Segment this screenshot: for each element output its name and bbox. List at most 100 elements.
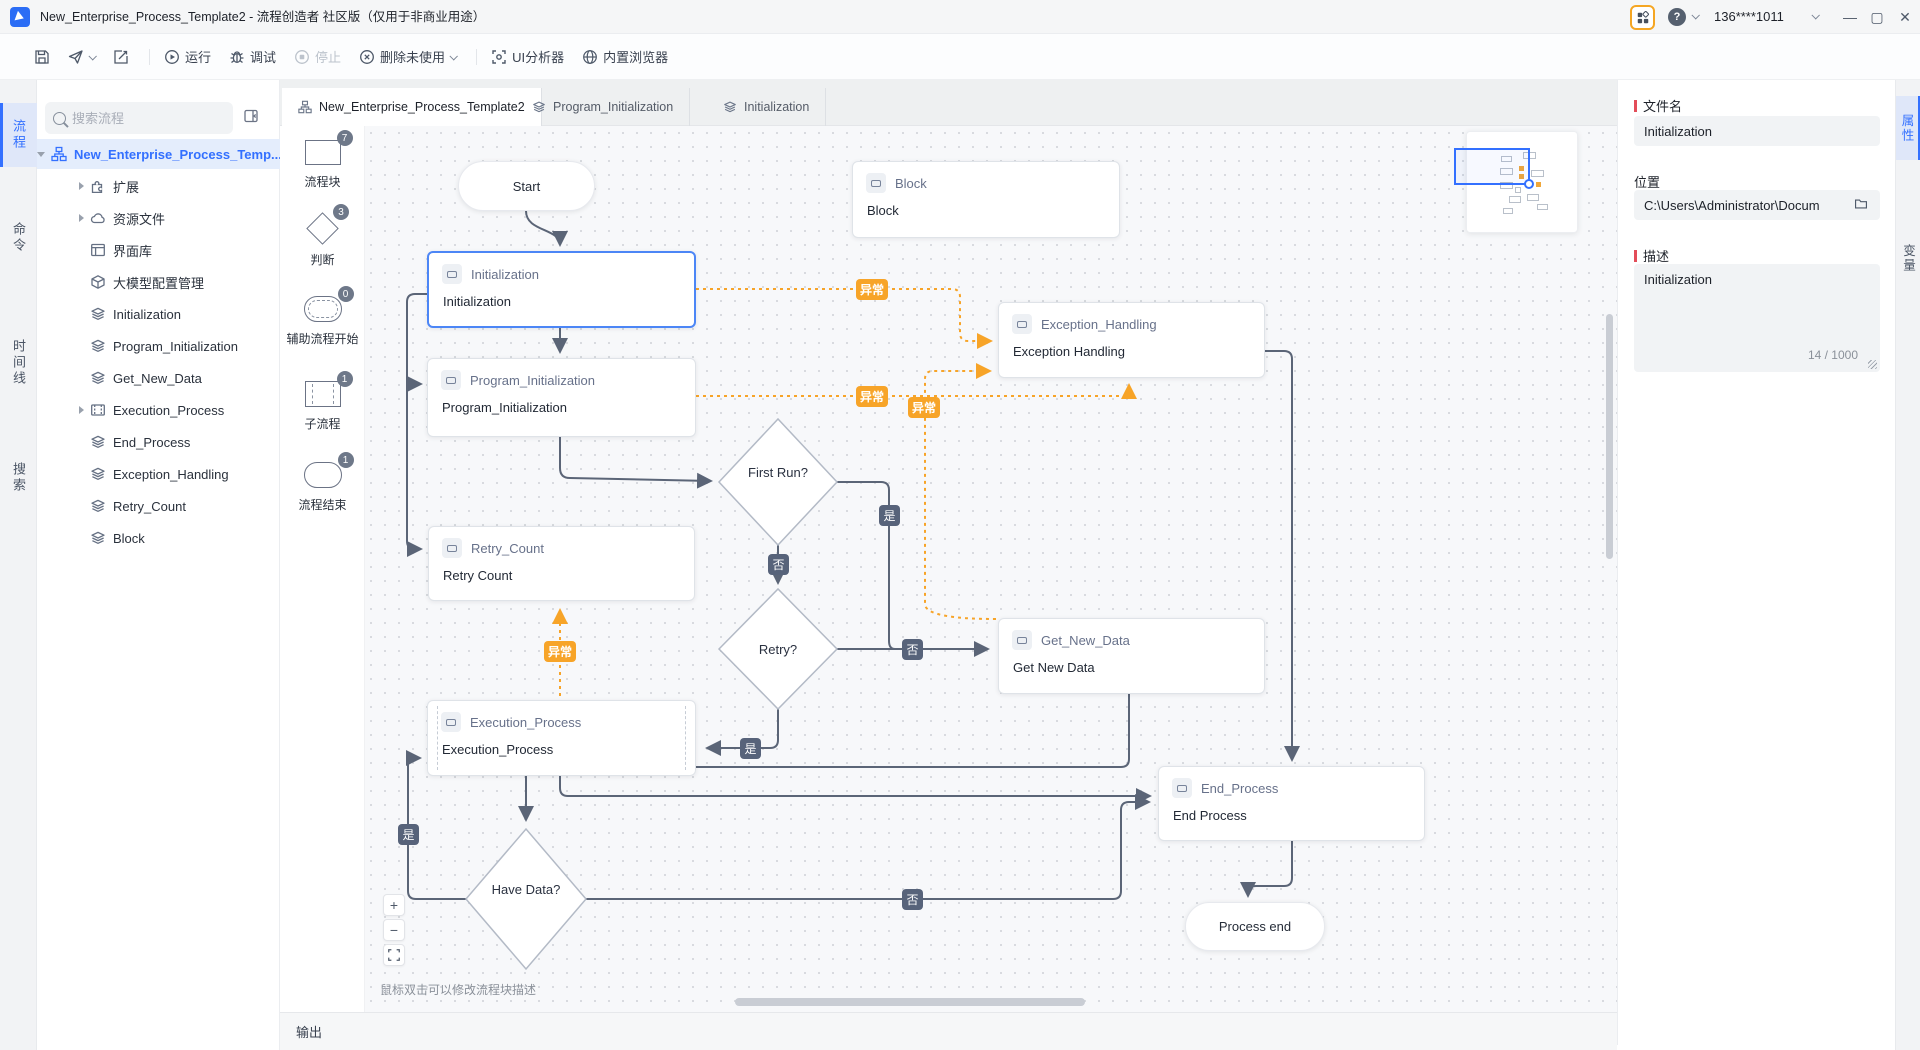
node-initialization[interactable]: Initialization Initialization <box>427 251 696 328</box>
tree-item-project-root[interactable]: New_Enterprise_Process_Temp... <box>37 139 282 169</box>
builtin-browser-button[interactable]: 内置浏览器 <box>582 47 668 66</box>
tree-item-resources[interactable]: 资源文件 <box>37 203 280 233</box>
tree-item-end-process[interactable]: End_Process <box>37 427 280 457</box>
tree-item-program-initialization[interactable]: Program_Initialization <box>37 331 280 361</box>
tab-search[interactable]: 搜索 <box>11 462 26 494</box>
debug-button[interactable]: 调试 <box>229 47 276 66</box>
account-chevron-icon[interactable] <box>1811 11 1820 20</box>
char-counter: 14 / 1000 <box>1807 348 1858 362</box>
caret-right-icon[interactable] <box>79 214 84 222</box>
tree-item-ui-library[interactable]: 界面库 <box>37 235 280 265</box>
block-icon <box>441 370 461 390</box>
horizontal-scrollbar[interactable] <box>735 998 1085 1006</box>
start-node[interactable]: Start <box>458 161 595 211</box>
stop-button: 停止 <box>294 47 341 66</box>
vertical-scrollbar[interactable] <box>1606 314 1613 559</box>
block-icon <box>866 173 886 193</box>
help-icon[interactable]: ? <box>1668 8 1686 26</box>
tab-variables[interactable]: 变量 <box>1901 243 1915 273</box>
description-textarea[interactable]: Initialization <box>1634 264 1880 372</box>
run-button[interactable]: 运行 <box>164 47 211 66</box>
node-exception-handling[interactable]: Exception_Handling Exception Handling <box>998 302 1265 378</box>
palette-item-process-end[interactable]: 1 流程结束 <box>280 452 365 513</box>
palette-item-decision[interactable]: 3 判断 <box>280 204 365 268</box>
account-label[interactable]: 136****1011 <box>1714 9 1784 24</box>
palette-item-block[interactable]: 7 流程块 <box>280 130 365 190</box>
tree-item-execution-process[interactable]: Execution_Process <box>37 395 280 425</box>
process-end-node[interactable]: Process end <box>1185 902 1325 951</box>
minimap-viewport[interactable] <box>1454 148 1534 189</box>
decision-retry-shape <box>717 587 839 711</box>
edge-label-no: 否 <box>902 639 923 660</box>
minimap-viewport-handle[interactable] <box>1524 179 1534 189</box>
minimize-button[interactable]: — <box>1843 9 1857 25</box>
folder-icon[interactable] <box>1854 197 1868 211</box>
caret-right-icon[interactable] <box>79 406 84 414</box>
flow-canvas[interactable]: Start Process end Block Block Initializa… <box>280 126 1617 1012</box>
palette-item-subprocess[interactable]: 1 子流程 <box>280 371 365 432</box>
location-input[interactable]: C:\Users\Administrator\Docum <box>1634 190 1880 220</box>
collapse-panel-icon[interactable] <box>243 108 263 128</box>
app-logo-icon <box>10 7 30 27</box>
description-label: 描述 <box>1634 246 1669 265</box>
apps-grid-button[interactable] <box>1630 5 1655 30</box>
tree-item-exception-handling[interactable]: Exception_Handling <box>37 459 280 489</box>
doc-tab-initialization[interactable]: Initialization <box>707 88 827 126</box>
publish-button[interactable] <box>68 49 97 65</box>
resize-handle-icon[interactable] <box>1868 360 1877 369</box>
delete-unused-button[interactable]: 删除未使用 <box>359 47 459 66</box>
edge-label-yes: 是 <box>740 738 761 759</box>
help-chevron-icon[interactable] <box>1691 11 1700 20</box>
tree-item-retry-count[interactable]: Retry_Count <box>37 491 280 521</box>
zoom-fit-button[interactable] <box>383 944 405 966</box>
edge-label-yes: 是 <box>398 824 419 845</box>
edge-label-yes: 是 <box>879 505 900 526</box>
ui-analyzer-button[interactable]: UI分析器 <box>491 47 564 66</box>
decision-have-data[interactable]: Have Data? <box>491 882 561 897</box>
decision-first-run[interactable]: First Run? <box>748 465 808 480</box>
decision-retry[interactable]: Retry? <box>758 642 798 657</box>
filename-label: 文件名 <box>1634 96 1682 115</box>
restore-button[interactable]: ▢ <box>1870 8 1884 25</box>
decision-first-run-shape <box>717 417 839 547</box>
tree-item-initialization[interactable]: Initialization <box>37 299 280 329</box>
caret-down-icon[interactable] <box>37 151 45 157</box>
document-tabstrip: New_Enterprise_Process_Template2 Program… <box>280 80 1617 126</box>
node-get-new-data[interactable]: Get_New_Data Get New Data <box>998 618 1265 694</box>
properties-panel: 文件名 位置 C:\Users\Administrator\Docum 描述 I… <box>1617 80 1895 1045</box>
block-icon <box>442 538 462 558</box>
node-retry-count[interactable]: Retry_Count Retry Count <box>428 526 695 601</box>
search-input[interactable] <box>72 110 212 126</box>
edge-label-exception: 异常 <box>856 386 889 407</box>
doc-tab-program-initialization[interactable]: Program_Initialization <box>516 88 691 126</box>
zoom-in-button[interactable]: + <box>383 894 405 916</box>
caret-right-icon[interactable] <box>79 182 84 190</box>
window-title: New_Enterprise_Process_Template2 - 流程创造者… <box>40 10 486 24</box>
output-bar[interactable]: 输出 <box>280 1012 1617 1050</box>
tab-process[interactable]: 流程 <box>0 103 37 167</box>
palette-item-aux-start[interactable]: 0 辅助流程开始 <box>280 286 365 347</box>
record-button[interactable] <box>113 49 129 65</box>
tab-command[interactable]: 命令 <box>11 222 26 254</box>
block-icon <box>1012 314 1032 334</box>
zoom-out-button[interactable]: − <box>383 919 405 941</box>
search-icon <box>53 111 66 125</box>
tab-timeline[interactable]: 时间线 <box>11 339 26 387</box>
filename-input[interactable] <box>1634 116 1880 146</box>
right-tab-strip: 属性 变量 <box>1895 80 1920 1050</box>
subprocess-line <box>437 706 438 770</box>
tree-item-llm-config[interactable]: 大模型配置管理 <box>37 267 280 297</box>
node-block[interactable]: Block Block <box>852 161 1120 238</box>
node-program-initialization[interactable]: Program_Initialization Program_Initializ… <box>427 358 696 437</box>
save-button[interactable] <box>34 49 50 65</box>
node-end-process[interactable]: End_Process End Process <box>1158 766 1425 841</box>
project-tree-panel: New_Enterprise_Process_Temp... 扩展 资源文件 界… <box>37 80 282 1050</box>
tree-item-get-new-data[interactable]: Get_New_Data <box>37 363 280 393</box>
tree-item-extensions[interactable]: 扩展 <box>37 171 280 201</box>
main-toolbar: 运行 调试 停止 删除未使用 UI分析器 内置浏览器 <box>0 34 1920 80</box>
tab-properties[interactable]: 属性 <box>1896 96 1920 160</box>
node-execution-process[interactable]: Execution_Process Execution_Process <box>427 700 696 776</box>
close-button[interactable]: ✕ <box>1899 8 1911 25</box>
tree-item-block[interactable]: Block <box>37 523 280 553</box>
doc-tab-main[interactable]: New_Enterprise_Process_Template2 <box>282 88 542 126</box>
